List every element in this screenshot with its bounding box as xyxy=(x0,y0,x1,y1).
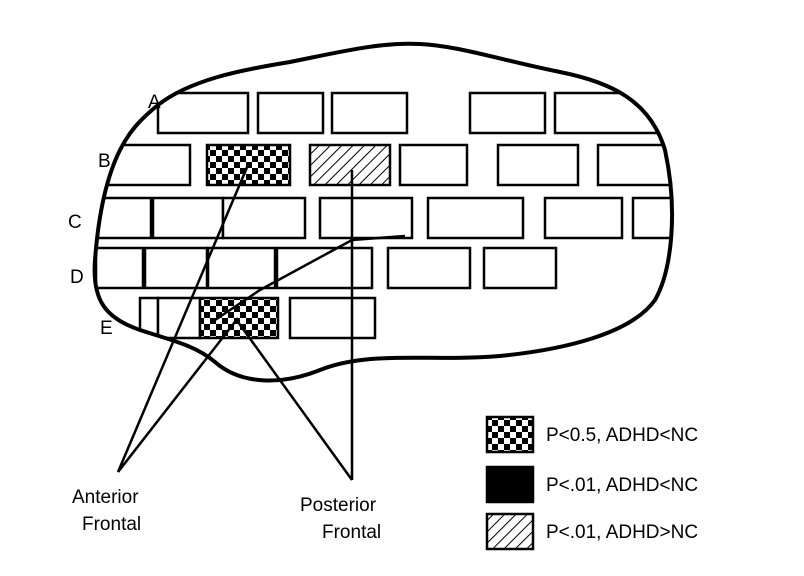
row-label-a: A xyxy=(148,92,161,113)
electrode-box xyxy=(318,196,414,240)
posterior-frontal-label-1: Posterior xyxy=(300,495,377,516)
row-label-e: E xyxy=(100,318,113,339)
electrode-box xyxy=(553,91,667,135)
legend-swatch-solid xyxy=(485,465,535,504)
electrode-box xyxy=(94,246,145,290)
electrode-box xyxy=(330,91,409,135)
row-label-d: D xyxy=(70,267,84,288)
legend-label-hatch: P<.01, ADHD>NC xyxy=(546,522,698,543)
electrode-grid xyxy=(94,91,673,340)
electrode-box xyxy=(143,246,209,290)
electrode-box xyxy=(496,143,580,187)
row-label-c: C xyxy=(68,212,82,233)
electrode-box xyxy=(94,196,153,240)
legend: P<0.5, ADHD<NC P<.01, ADHD<NC P<.01, ADH… xyxy=(485,415,698,551)
electrode-box xyxy=(482,246,558,290)
callout-lines xyxy=(116,164,406,481)
electrode-box xyxy=(386,246,472,290)
electrode-box-checker xyxy=(205,143,292,187)
electrode-box xyxy=(156,91,250,135)
electrode-box xyxy=(426,196,525,240)
electrode-box xyxy=(398,143,469,187)
electrode-box-hatch xyxy=(308,143,392,187)
posterior-frontal-label-2: Frontal xyxy=(322,522,381,543)
electrode-box xyxy=(543,196,624,240)
electrode-box xyxy=(275,246,374,290)
electrode-box xyxy=(596,143,673,187)
electrode-box xyxy=(288,296,377,340)
electrode-box xyxy=(631,196,673,240)
anterior-frontal-label-1: Anterior xyxy=(72,487,139,508)
electrode-box xyxy=(151,196,225,240)
electrode-box xyxy=(468,91,547,135)
brain-outline xyxy=(92,41,675,383)
electrode-box xyxy=(156,296,202,340)
anterior-frontal-label-2: Frontal xyxy=(82,514,141,535)
legend-swatch-checker xyxy=(485,415,535,454)
electrode-box xyxy=(206,246,277,290)
legend-label-checker: P<0.5, ADHD<NC xyxy=(546,425,698,446)
electrode-box xyxy=(221,196,307,240)
electrode-box xyxy=(256,91,325,135)
row-label-b: B xyxy=(98,151,111,172)
legend-label-solid: P<.01, ADHD<NC xyxy=(546,475,698,496)
legend-swatch-hatch xyxy=(485,512,535,551)
